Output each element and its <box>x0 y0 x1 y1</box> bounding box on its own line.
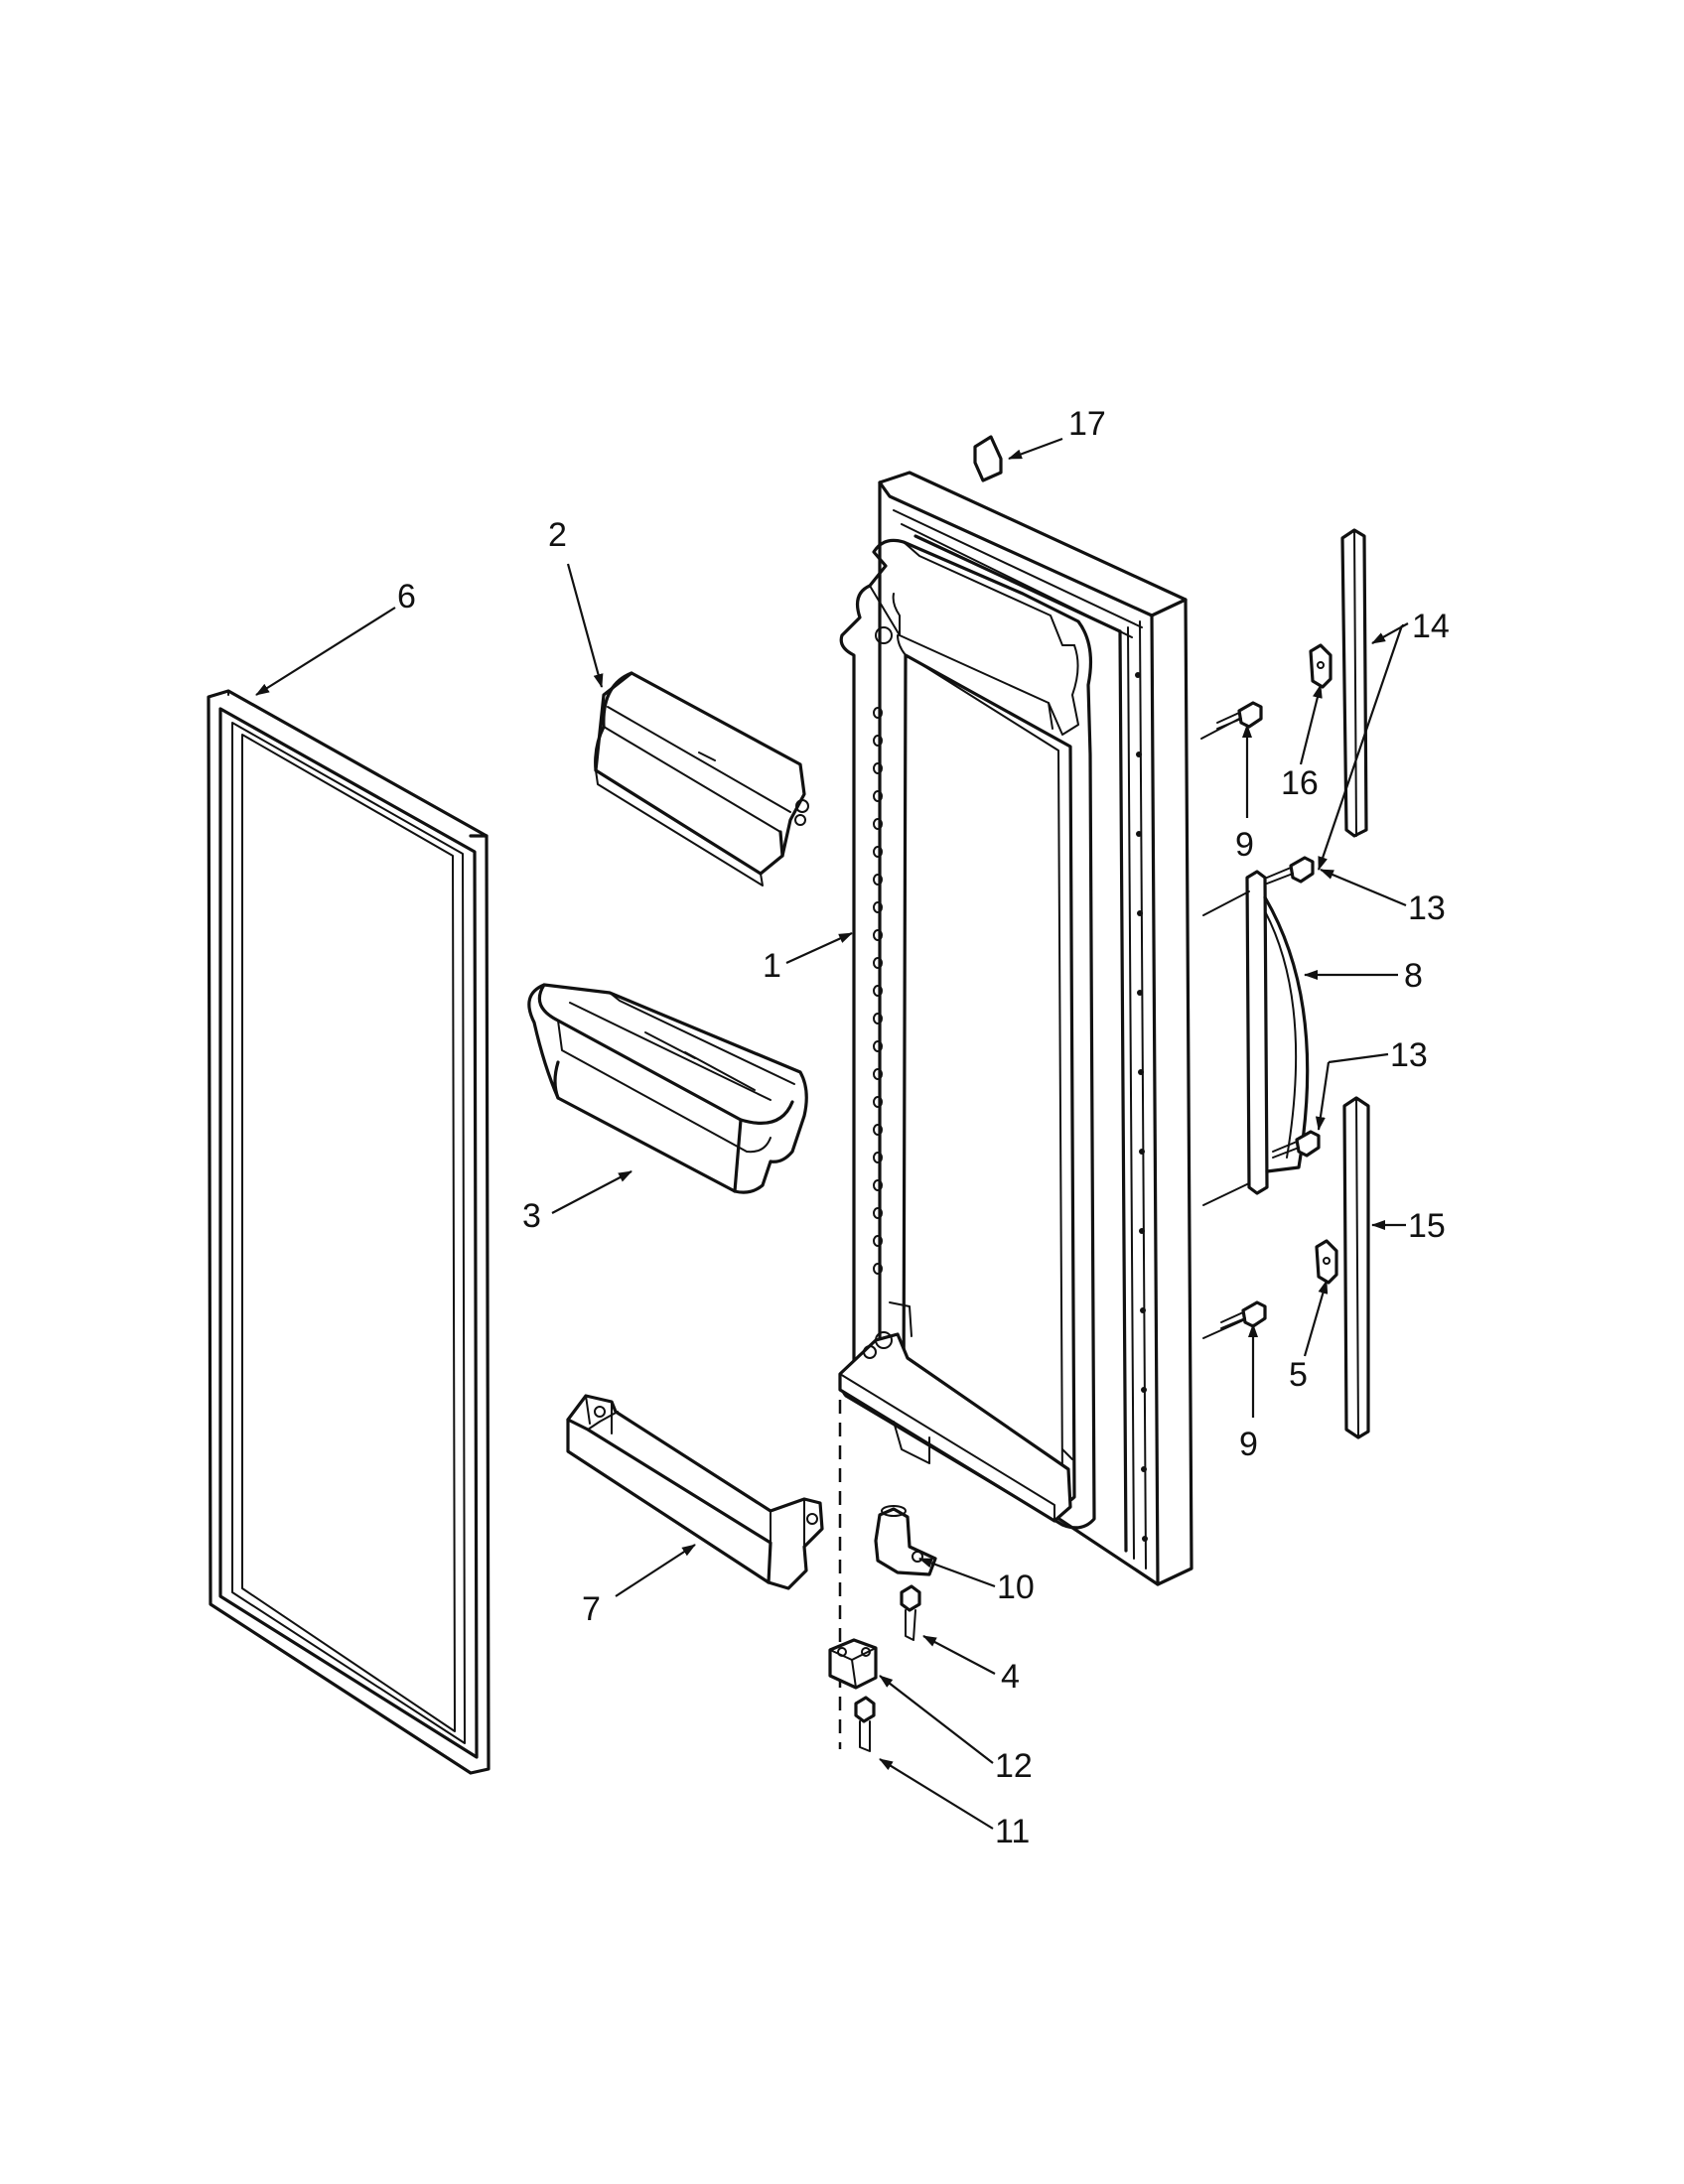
part-door-assembly <box>838 471 1193 1586</box>
callout-13a: 13 <box>1408 889 1446 927</box>
part-hinge-bracket <box>828 1638 878 1690</box>
part-screw-upper <box>1216 701 1263 730</box>
part-trim-lower <box>1342 1096 1370 1439</box>
callout-6: 6 <box>397 578 416 615</box>
callout-12: 12 <box>995 1747 1033 1785</box>
part-trim-upper <box>1340 528 1368 838</box>
part-trim-clip-lower <box>1315 1239 1338 1285</box>
callout-2: 2 <box>548 516 567 554</box>
callout-11: 11 <box>995 1813 1030 1850</box>
part-17-pad <box>973 435 1003 482</box>
part-bracket-screw <box>854 1696 876 1752</box>
callout-7: 7 <box>582 1590 601 1628</box>
callout-4: 4 <box>1001 1658 1020 1696</box>
part-hinge-screw <box>900 1584 921 1641</box>
callout-5: 5 <box>1289 1356 1308 1394</box>
alignment-lines <box>838 718 1250 1749</box>
callout-10: 10 <box>997 1569 1035 1606</box>
part-hinge-pin <box>874 1505 937 1576</box>
callout-8: 8 <box>1404 957 1423 995</box>
part-trim-clip-upper <box>1309 643 1333 689</box>
leader-arrows <box>255 437 1409 1830</box>
callout-17: 17 <box>1068 405 1106 443</box>
callout-labels: 17 2 6 1 3 7 10 4 12 11 9 9 16 5 14 13 8… <box>397 405 1450 1850</box>
part-handle-screw-upper <box>1266 856 1315 885</box>
callout-13b: 13 <box>1390 1036 1428 1074</box>
part-door-rail <box>566 1394 824 1590</box>
shelf-support-holes <box>873 707 883 1275</box>
part-screw-lower <box>1220 1300 1267 1329</box>
callout-9a: 9 <box>1235 826 1254 864</box>
callout-9b: 9 <box>1239 1426 1258 1463</box>
part-door-gasket <box>207 689 491 1775</box>
part-door-bin <box>527 983 808 1194</box>
callout-14: 14 <box>1412 608 1450 645</box>
part-handle-screw-lower <box>1272 1130 1321 1159</box>
part-dairy-compartment-cover <box>594 671 809 887</box>
callout-15: 15 <box>1408 1207 1446 1245</box>
callout-3: 3 <box>522 1197 541 1235</box>
callout-16: 16 <box>1281 764 1319 802</box>
callout-1: 1 <box>763 947 781 985</box>
